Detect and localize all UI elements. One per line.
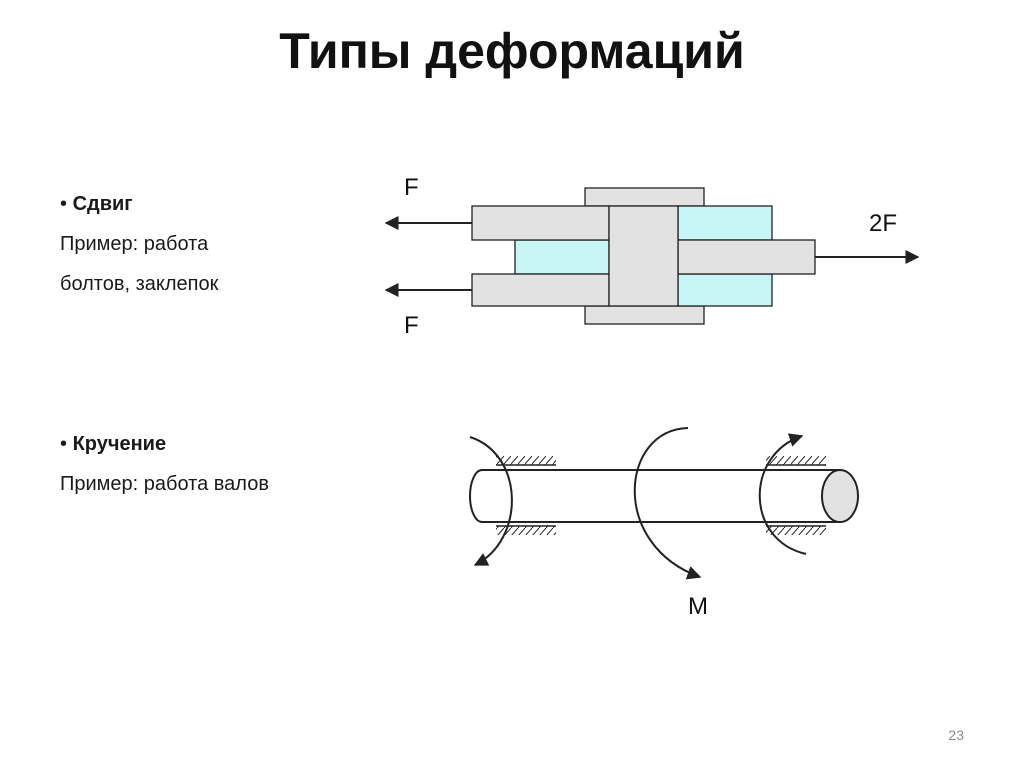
shear-heading: Сдвиг xyxy=(72,193,133,215)
force-label-right: 2F xyxy=(869,210,897,237)
shaft-right-end xyxy=(821,469,859,523)
shaft-left-end xyxy=(469,469,483,523)
shear-diagram xyxy=(384,187,920,325)
force-label-top: F xyxy=(404,174,419,201)
moment-label: M xyxy=(688,593,708,620)
torsion-heading-line: • Кручение xyxy=(60,424,269,464)
torque-arc-right xyxy=(758,433,807,555)
torque-arc-left xyxy=(469,436,513,566)
support-hatch-top-left xyxy=(496,456,556,465)
shear-text-block: • Сдвиг Пример: работа болтов, заклепок xyxy=(60,184,218,304)
support-hatch-bottom-right xyxy=(766,526,826,535)
torsion-text-block: • Кручение Пример: работа валов xyxy=(60,424,269,504)
torsion-heading: Кручение xyxy=(72,433,167,455)
plate-middle xyxy=(677,239,816,275)
slide-title: Типы деформаций xyxy=(279,23,745,79)
gap-middle-left xyxy=(514,239,610,275)
shear-example-line-1: Пример: работа xyxy=(60,233,209,255)
gap-bottom-right xyxy=(677,273,773,307)
bullet: • xyxy=(60,433,68,455)
shear-example-line-2: болтов, заклепок xyxy=(60,273,219,295)
page-number: 23 xyxy=(948,727,964,743)
gap-top-right xyxy=(677,205,773,241)
bullet: • xyxy=(60,193,68,215)
support-hatch-bottom-left xyxy=(496,526,556,535)
plate-bottom xyxy=(471,273,610,307)
plate-top xyxy=(471,205,610,241)
shear-heading-line: • Сдвиг xyxy=(60,184,218,224)
support-hatch-top-right xyxy=(766,456,826,465)
bolt-shank xyxy=(608,205,679,307)
torsion-diagram xyxy=(469,427,859,580)
bolt-head-bottom xyxy=(584,305,705,325)
torsion-example-line-1: Пример: работа валов xyxy=(60,473,269,495)
bolt-head-top xyxy=(584,187,705,207)
force-label-bottom: F xyxy=(404,312,419,339)
torque-arc-middle xyxy=(633,427,702,580)
